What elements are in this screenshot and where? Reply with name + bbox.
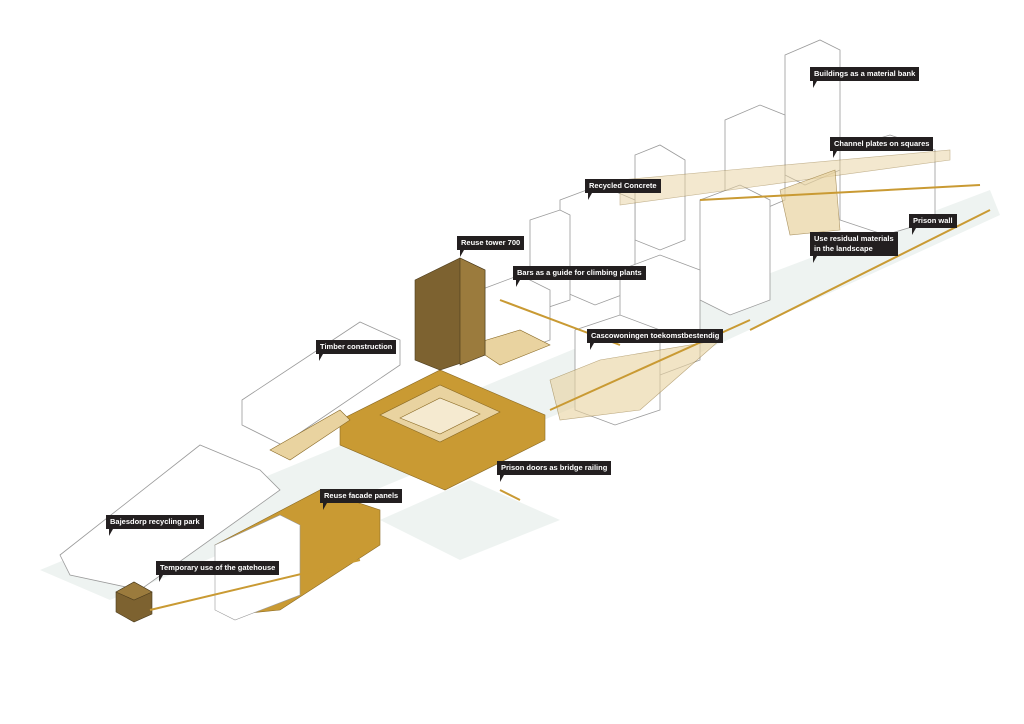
label-residual-materials: Use residual materials in the landscape bbox=[810, 232, 898, 263]
label-reuse-tower: Reuse tower 700 bbox=[457, 236, 525, 257]
label-prison-doors: Prison doors as bridge railing bbox=[497, 461, 612, 482]
label-recycled-concrete: Recycled Concrete bbox=[585, 179, 661, 200]
label-material-bank: Buildings as a material bank bbox=[810, 67, 920, 88]
label-cascowoningen: Cascowoningen toekomstbestendig bbox=[587, 329, 724, 350]
label-bars-guide: Bars as a guide for climbing plants bbox=[513, 266, 646, 287]
label-timber: Timber construction bbox=[316, 340, 397, 361]
label-facade-panels: Reuse facade panels bbox=[320, 489, 403, 510]
label-prison-wall: Prison wall bbox=[909, 214, 957, 235]
label-channel-plates: Channel plates on squares bbox=[830, 137, 934, 158]
label-bajesdorp: Bajesdorp recycling park bbox=[106, 515, 204, 536]
label-gatehouse: Temporary use of the gatehouse bbox=[156, 561, 280, 582]
gatehouse bbox=[115, 581, 153, 623]
reuse-tower-700 bbox=[414, 257, 486, 371]
